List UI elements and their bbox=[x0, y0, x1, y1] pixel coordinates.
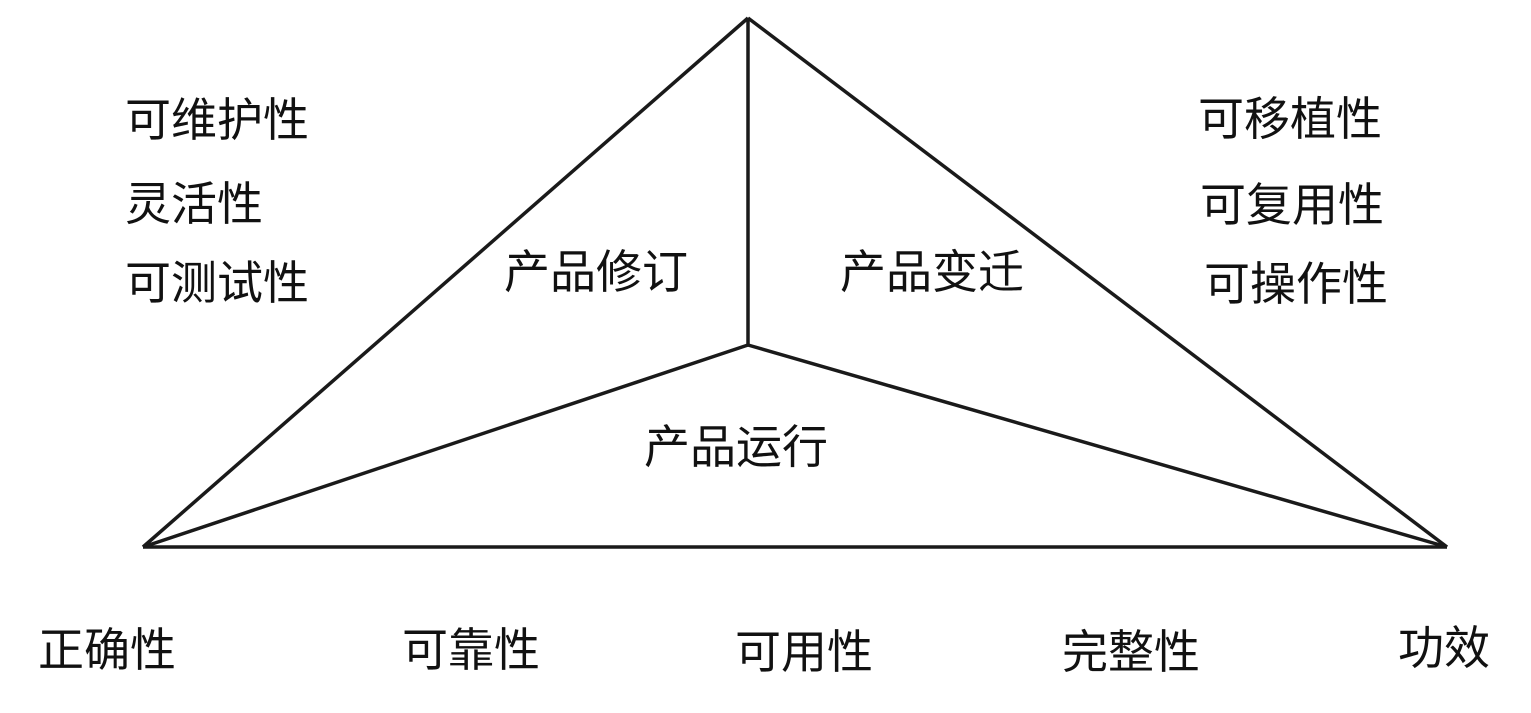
factor-reusability: 可复用性 bbox=[1200, 178, 1384, 232]
factor-efficiency: 功效 bbox=[1398, 621, 1490, 675]
factor-reliability: 可靠性 bbox=[402, 623, 540, 677]
factor-flexibility: 灵活性 bbox=[125, 177, 263, 231]
edge-apex-right bbox=[746, 16, 1449, 549]
factor-integrity: 完整性 bbox=[1062, 625, 1200, 679]
edge-center-left bbox=[142, 343, 749, 549]
factor-correctness: 正确性 bbox=[38, 623, 176, 677]
factor-interoperability: 可操作性 bbox=[1204, 257, 1388, 311]
region-label-operation: 产品运行 bbox=[644, 420, 828, 474]
factor-maintainability: 可维护性 bbox=[125, 93, 309, 147]
region-label-transition: 产品变迁 bbox=[840, 245, 1024, 299]
edge-apex-left bbox=[141, 16, 750, 549]
factor-usability: 可用性 bbox=[735, 625, 873, 679]
edge-center-right bbox=[747, 343, 1448, 549]
region-label-revision: 产品修订 bbox=[504, 245, 688, 299]
factor-testability: 可测试性 bbox=[125, 256, 309, 310]
factor-portability: 可移植性 bbox=[1198, 92, 1382, 146]
